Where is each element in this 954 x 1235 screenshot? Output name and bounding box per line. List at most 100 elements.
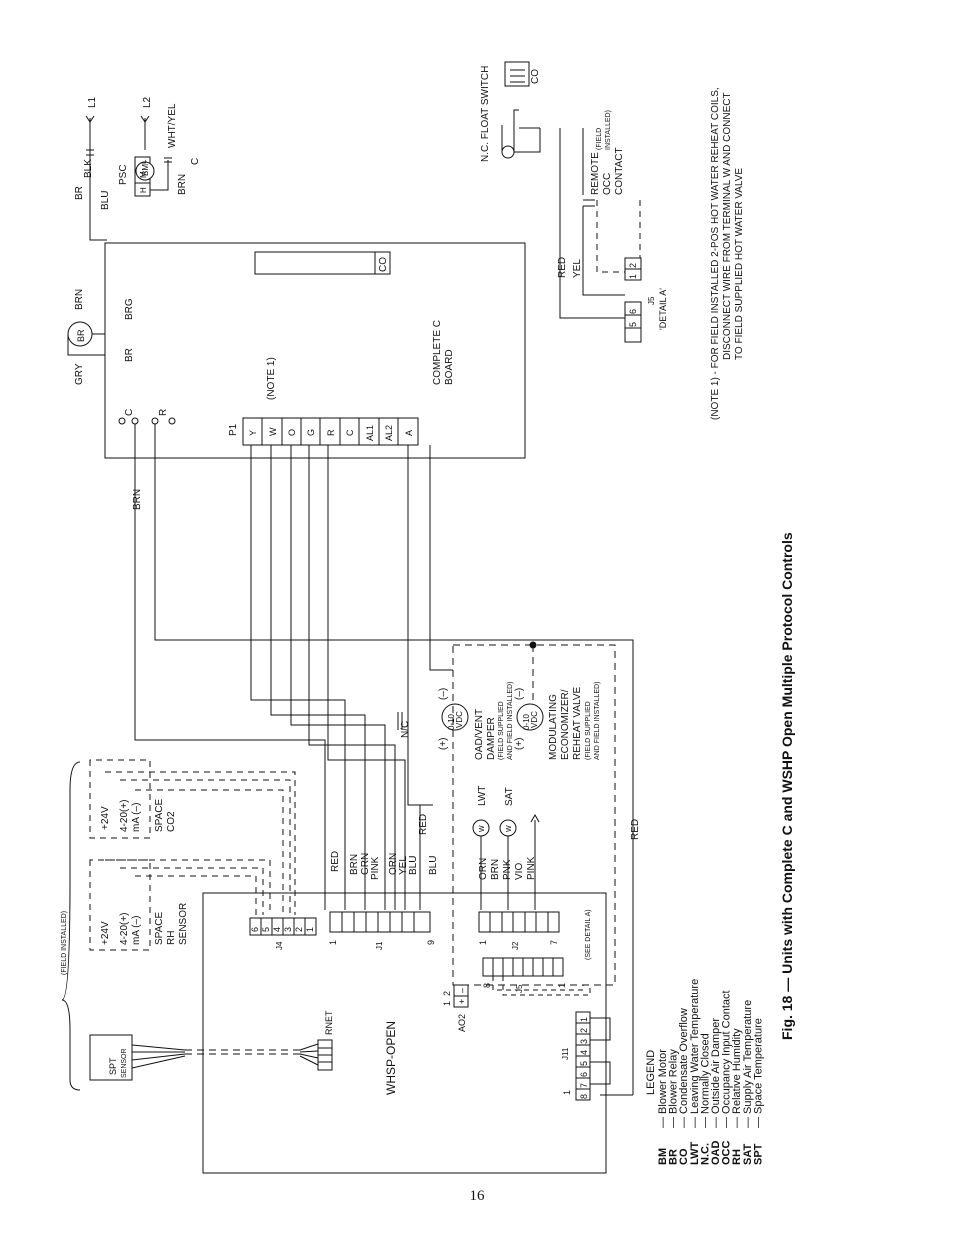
- j1-red: RED: [330, 851, 341, 872]
- j5-board-last: 1: [557, 983, 567, 988]
- remote-occ-2: OCC: [602, 173, 613, 195]
- j2-first: 1: [478, 940, 488, 945]
- float-switch-label: N.C. FLOAT SWITCH: [480, 66, 491, 162]
- co-terminal-label: CO: [378, 257, 389, 272]
- co2-label: CO2: [166, 811, 177, 832]
- j1-blu-2: BLU: [428, 856, 439, 875]
- j1-first: 1: [328, 940, 338, 945]
- j11-label: J11: [561, 1047, 570, 1060]
- j5-board-connector: [482, 957, 564, 977]
- j4-pin-6: 6: [250, 927, 260, 932]
- detail-a-label: 'DETAIL A': [658, 288, 668, 330]
- j5d-pin-2: 2: [628, 263, 638, 268]
- oad-line-2: DAMPER: [486, 717, 497, 760]
- field-installed-brace: [61, 761, 81, 1091]
- legend-abbr: OCC: [721, 1141, 733, 1166]
- co2-24v: +24V: [100, 806, 111, 830]
- legend-text: — Blower Motor: [657, 1049, 669, 1128]
- spt-label: SPT: [108, 1057, 118, 1075]
- l1-label: L1: [87, 96, 98, 108]
- j1-yel: YEL: [398, 856, 409, 875]
- blower-motor-group: [85, 115, 172, 241]
- legend-text: — Condensate Overflow: [678, 1008, 690, 1128]
- rh-ma-1: 4-20(+): [119, 912, 130, 945]
- whsp-open-label: WHSP-OPEN: [384, 1021, 398, 1095]
- legend-text: — Blower Relay: [668, 1049, 680, 1128]
- field-installed-1: (FIELD: [596, 128, 603, 150]
- relay-br-label: BR: [76, 329, 86, 342]
- j2-vio: VIO: [514, 863, 525, 880]
- rh-label: RH: [166, 931, 177, 945]
- term-c: C: [345, 429, 355, 436]
- field-installed-2: INSTALLED): [605, 110, 612, 150]
- rh-sensor-label: SENSOR: [178, 903, 189, 945]
- econ-field-2: AND FIELD INSTALLED): [594, 682, 601, 760]
- p1-label: P1: [228, 423, 239, 436]
- float-co-label: CO: [530, 69, 541, 84]
- note-line-3: TO FIELD SUPPLIED HOT WATER VALVE: [734, 168, 745, 360]
- econ-vdc-1: 0-10: [522, 713, 531, 730]
- j4-connector: [249, 917, 317, 936]
- legend-abbr: BM: [657, 1148, 669, 1165]
- oad-vdc-2: VDC: [455, 711, 464, 728]
- bm-label: BM: [141, 164, 150, 176]
- see-detail-a: (SEE DETAIL A): [585, 909, 592, 960]
- econ-minus: (–): [514, 688, 525, 700]
- co2-space: SPACE: [154, 799, 165, 832]
- j2-pnk: PNK: [502, 859, 513, 880]
- blk-label: BLK: [83, 159, 94, 178]
- j11-pin-8: 8: [579, 1094, 589, 1099]
- spt-sensor-label: SENSOR: [121, 1048, 128, 1078]
- j5-red-label: RED: [557, 257, 568, 278]
- term-al1: AL1: [365, 425, 375, 441]
- legend-text: — Relative Humidity: [731, 1028, 743, 1128]
- wire-bundle: [134, 424, 634, 1095]
- j1-label: J1: [375, 941, 384, 950]
- legend-text: — Normally Closed: [699, 1033, 711, 1128]
- tap-l: L: [139, 159, 148, 164]
- econ-field-1: (FIELD SUPPLIED: [585, 701, 592, 760]
- j5-board-label: J5: [515, 984, 524, 993]
- legend-title: LEGEND: [645, 1050, 657, 1095]
- j11-pin-5: 5: [579, 1061, 589, 1066]
- ao2-num-1: 1: [442, 1001, 452, 1006]
- j1-orn: ORN: [388, 853, 399, 875]
- econ-plus: (+): [514, 738, 525, 751]
- j5-yel-label: YEL: [572, 259, 583, 278]
- note-line-2: DISCONNECT WIRE FROM TERMINAL W AND CONN…: [722, 92, 733, 360]
- nc-label: N/C: [400, 721, 411, 738]
- rh-24v: +24V: [100, 921, 111, 945]
- legend-abbr: SAT: [742, 1144, 754, 1165]
- rnet-connector: [299, 1039, 333, 1071]
- field-supplied-outline: [452, 644, 616, 986]
- rnet-label: RNET: [324, 1010, 334, 1035]
- co2-sensor-wiring: [89, 759, 296, 915]
- rh-space: SPACE: [154, 912, 165, 945]
- spt-sensor-box: [89, 1034, 133, 1081]
- oad-line-1: OAD/VENT: [474, 709, 485, 760]
- j1-grn: GRN: [360, 853, 371, 875]
- psc-label: PSC: [118, 164, 129, 185]
- j2-brn: BRN: [490, 859, 501, 880]
- ao2-num-2: 2: [442, 991, 452, 996]
- co2-ma-1: 4-20(+): [119, 799, 130, 832]
- board-r-label: R: [158, 409, 169, 416]
- legend-text: — Leaving Water Temperature: [689, 979, 701, 1128]
- j4-pin-1: 1: [305, 927, 315, 932]
- tap-h: H: [139, 187, 148, 193]
- motor-brn-label: BRN: [177, 174, 188, 195]
- whsp-open-board: [202, 892, 607, 1174]
- motor-icon: [135, 161, 155, 181]
- j2-orn: ORN: [478, 858, 489, 880]
- j11-pin-7: 7: [579, 1083, 589, 1088]
- econ-line-1: MODULATING: [548, 694, 559, 760]
- term-g: G: [306, 429, 316, 436]
- oad-field-1: (FIELD SUPPLIED: [498, 701, 505, 760]
- lwt-w: W: [479, 825, 486, 832]
- brg-label: BRG: [124, 298, 135, 320]
- brn-wire-label: BRN: [132, 489, 143, 510]
- lwt-label: LWT: [477, 786, 488, 806]
- co-terminal-box: [254, 251, 391, 275]
- oad-field-2: AND FIELD INSTALLED): [507, 682, 514, 760]
